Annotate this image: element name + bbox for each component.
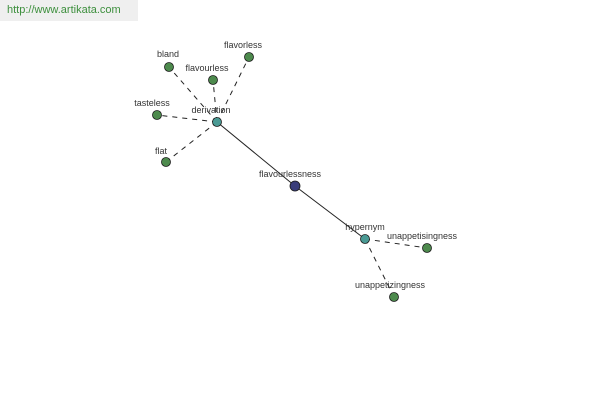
node-label-unappetisingness[interactable]: unappetisingness bbox=[387, 231, 458, 241]
node-flavourless[interactable] bbox=[208, 75, 218, 85]
edge-flavourlessness-derivation bbox=[216, 121, 296, 187]
node-label-tasteless[interactable]: tasteless bbox=[134, 98, 170, 108]
labels-layer: flavourlessnessderivationhypernymblandfl… bbox=[134, 40, 457, 290]
node-label-hypernym[interactable]: hypernym bbox=[345, 222, 385, 232]
node-flavorless[interactable] bbox=[244, 52, 254, 62]
edges-layer bbox=[156, 56, 428, 298]
node-label-flavourlessness[interactable]: flavourlessness bbox=[259, 169, 322, 179]
edge-hypernym-unappetisingness bbox=[364, 238, 428, 249]
node-derivation[interactable] bbox=[212, 117, 222, 127]
edge-derivation-flavourless bbox=[212, 79, 218, 123]
node-label-flavorless[interactable]: flavorless bbox=[224, 40, 263, 50]
node-unappetisingness[interactable] bbox=[422, 243, 432, 253]
edge-derivation-flat bbox=[165, 121, 218, 163]
site-url-link[interactable]: http://www.artikata.com bbox=[7, 4, 121, 16]
node-label-bland[interactable]: bland bbox=[157, 49, 179, 59]
edge-derivation-tasteless bbox=[156, 114, 218, 123]
node-bland[interactable] bbox=[164, 62, 174, 72]
node-tasteless[interactable] bbox=[152, 110, 162, 120]
header-bar: http://www.artikata.com bbox=[0, 0, 138, 21]
node-label-flat[interactable]: flat bbox=[155, 146, 168, 156]
node-label-unappetizingness[interactable]: unappetizingness bbox=[355, 280, 426, 290]
nodes-layer bbox=[152, 52, 432, 302]
edge-derivation-flavorless bbox=[216, 56, 250, 123]
node-unappetizingness[interactable] bbox=[389, 292, 399, 302]
node-hypernym[interactable] bbox=[360, 234, 370, 244]
node-flat[interactable] bbox=[161, 157, 171, 167]
node-flavourlessness[interactable] bbox=[289, 180, 301, 192]
edge-flavourlessness-hypernym bbox=[294, 185, 366, 240]
node-label-derivation[interactable]: derivation bbox=[191, 105, 230, 115]
edge-derivation-bland bbox=[168, 66, 218, 123]
node-label-flavourless[interactable]: flavourless bbox=[185, 63, 229, 73]
edge-hypernym-unappetizingness bbox=[364, 238, 395, 298]
